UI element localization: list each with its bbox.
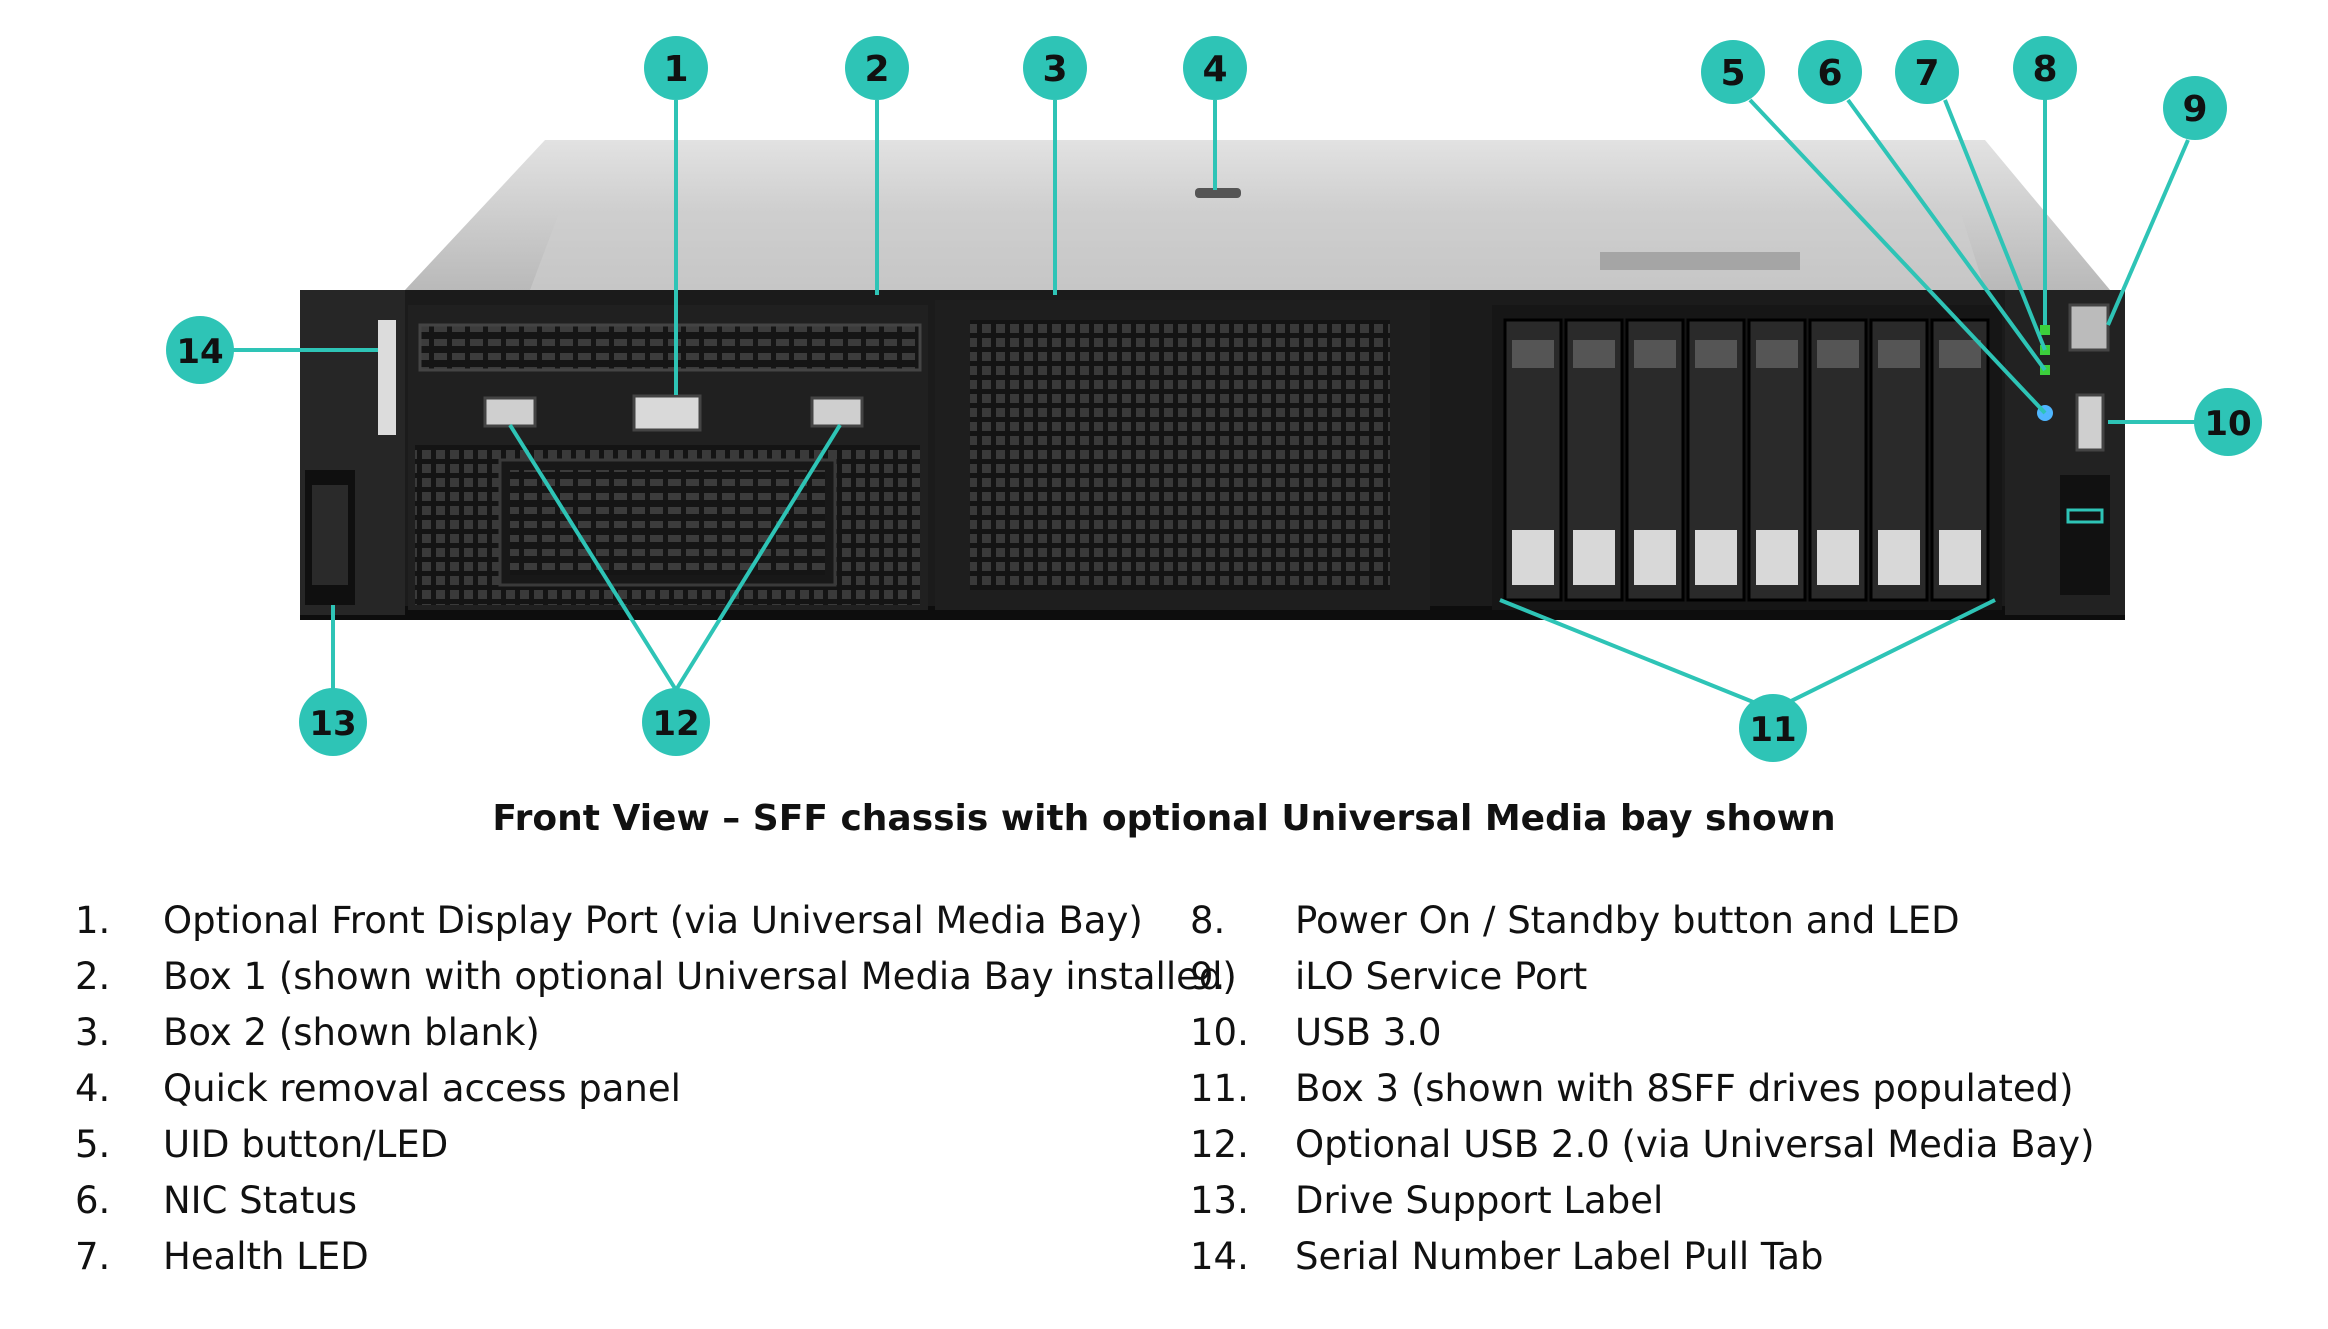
callout-3: 3 <box>1023 36 1087 100</box>
legend-item: 1. Optional Front Display Port (via Unive… <box>75 893 1195 949</box>
usb-2-port-left <box>483 396 537 428</box>
legend-text: Optional Front Display Port (via Univers… <box>163 899 1143 942</box>
legend-left-column: 1. Optional Front Display Port (via Unive… <box>75 893 1237 1285</box>
display-port <box>632 394 702 432</box>
legend-item: 9. iLO Service Port <box>1190 949 2310 1005</box>
legend-number: 7. <box>75 1235 111 1278</box>
svg-text:14: 14 <box>176 332 223 372</box>
legend-item: 8. Power On / Standby button and LED <box>1190 893 2310 949</box>
svg-text:5: 5 <box>1720 53 1745 94</box>
callout-12: 12 <box>642 688 710 756</box>
usb-2-port-right <box>810 396 864 428</box>
legend-number: 4. <box>75 1067 111 1110</box>
legend-text: Power On / Standby button and LED <box>1295 899 1960 942</box>
svg-text:13: 13 <box>309 704 356 744</box>
legend-text: iLO Service Port <box>1295 955 1588 998</box>
legend-number: 14. <box>1190 1235 1249 1278</box>
legend-text: Drive Support Label <box>1295 1179 1664 1222</box>
svg-text:9: 9 <box>2182 89 2207 130</box>
legend-number: 9. <box>1190 955 1226 998</box>
chassis-front <box>300 290 2125 620</box>
legend-number: 5. <box>75 1123 111 1166</box>
chassis-top-cover <box>405 140 2110 290</box>
diagram-caption: Front View – SFF chassis with optional U… <box>492 798 1836 839</box>
svg-text:6: 6 <box>1817 53 1842 94</box>
legend-number: 1. <box>75 899 111 942</box>
svg-text:7: 7 <box>1914 53 1939 94</box>
legend-item: 13. Drive Support Label <box>1190 1173 2310 1229</box>
legend-text: NIC Status <box>163 1179 358 1222</box>
legend-item: 2. Box 1 (shown with optional Universal M… <box>75 949 1237 1005</box>
svg-text:4: 4 <box>1202 49 1227 90</box>
svg-text:3: 3 <box>1042 49 1067 90</box>
callout-4: 4 <box>1183 36 1247 100</box>
legend-item: 5. UID button/LED <box>75 1117 1195 1173</box>
legend-number: 12. <box>1190 1123 1249 1166</box>
callout-10: 10 <box>2194 388 2262 456</box>
legend-text: Box 3 (shown with 8SFF drives populated) <box>1295 1067 2074 1110</box>
usb-3-port <box>2075 393 2105 452</box>
callout-11: 11 <box>1739 694 1807 762</box>
box-3-drive-bays <box>1492 305 2002 610</box>
legend-number: 8. <box>1190 899 1226 942</box>
legend-text: Quick removal access panel <box>163 1067 681 1110</box>
legend-text: Serial Number Label Pull Tab <box>1295 1235 1824 1278</box>
legend-item: 12. Optional USB 2.0 (via Universal Media… <box>1190 1117 2310 1173</box>
svg-text:12: 12 <box>652 704 699 744</box>
legend-number: 6. <box>75 1179 111 1222</box>
legend-right-column: 8. Power On / Standby button and LED 9. iL… <box>1190 893 2310 1285</box>
legend-text: Box 2 (shown blank) <box>163 1011 540 1054</box>
callout-7: 7 <box>1895 40 1959 104</box>
legend-text: UID button/LED <box>163 1123 449 1166</box>
legend-item: 6. NIC Status <box>75 1173 1195 1229</box>
legend-text: USB 3.0 <box>1295 1011 1442 1054</box>
server-front-view-diagram: 1 2 3 4 5 6 7 8 9 10 11 12 13 14 <box>166 36 2262 762</box>
svg-text:8: 8 <box>2032 49 2057 90</box>
ilo-service-port <box>2068 303 2110 352</box>
legend-text: Optional USB 2.0 (via Universal Media Ba… <box>1295 1123 2095 1166</box>
legend-number: 10. <box>1190 1011 1249 1054</box>
legend-number: 11. <box>1190 1067 1249 1110</box>
svg-text:2: 2 <box>864 49 889 90</box>
callout-14: 14 <box>166 316 234 384</box>
svg-text:1: 1 <box>663 49 688 90</box>
legend-item: 4. Quick removal access panel <box>75 1061 1195 1117</box>
legend-item: 3. Box 2 (shown blank) <box>75 1005 1195 1061</box>
legend-number: 2. <box>75 955 111 998</box>
svg-text:11: 11 <box>1749 710 1796 750</box>
callout-2: 2 <box>845 36 909 100</box>
callout-5: 5 <box>1701 40 1765 104</box>
svg-text:10: 10 <box>2204 404 2251 444</box>
callout-9: 9 <box>2163 76 2227 140</box>
legend-number: 3. <box>75 1011 111 1054</box>
callout-1: 1 <box>644 36 708 100</box>
serial-number-pull-tab <box>378 320 396 435</box>
legend-number: 13. <box>1190 1179 1249 1222</box>
callout-6: 6 <box>1798 40 1862 104</box>
callout-8: 8 <box>2013 36 2077 100</box>
legend-item: 7. Health LED <box>75 1229 1195 1285</box>
callout-13: 13 <box>299 688 367 756</box>
legend-text: Health LED <box>163 1235 369 1278</box>
legend-text: Box 1 (shown with optional Universal Med… <box>163 955 1237 998</box>
legend-item: 11. Box 3 (shown with 8SFF drives populat… <box>1190 1061 2310 1117</box>
legend-item: 14. Serial Number Label Pull Tab <box>1190 1229 2310 1285</box>
legend-item: 10. USB 3.0 <box>1190 1005 2310 1061</box>
callout-leader-lines <box>233 98 2196 712</box>
